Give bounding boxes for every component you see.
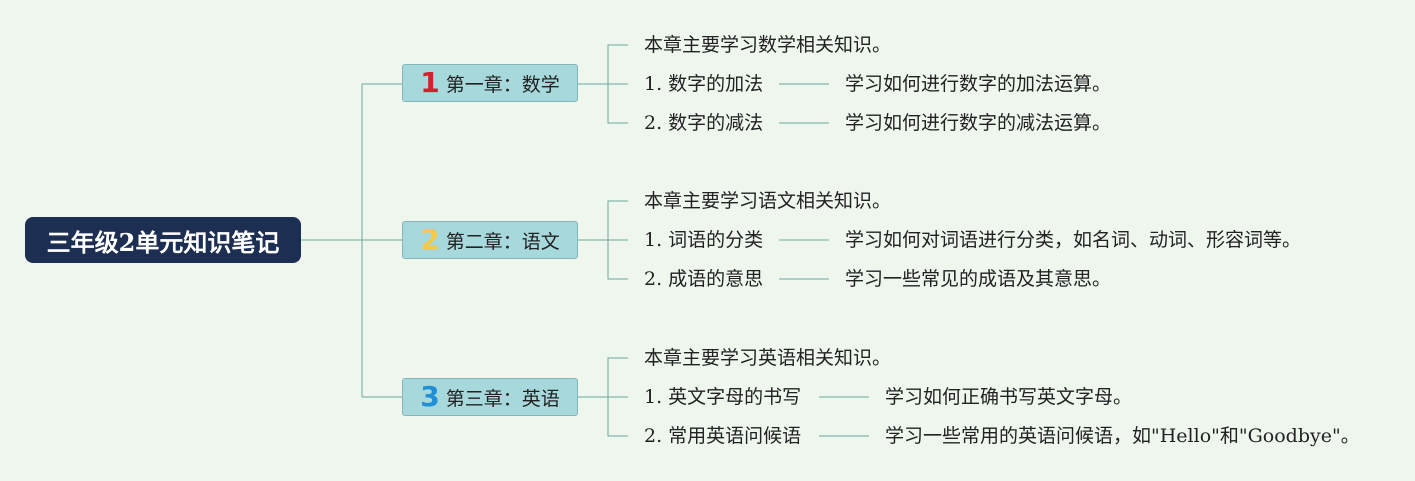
chapter-title: 第一章：数学 — [445, 73, 560, 96]
chapter-number: 1 — [420, 66, 440, 99]
topic-label: 2. 常用英语问候语 — [644, 425, 802, 447]
topic-detail: 学习如何对词语进行分类，如名词、动词、形容词等。 — [845, 229, 1302, 251]
topic-label: 1. 数字的加法 — [644, 73, 764, 95]
topic-detail: 学习如何正确书写英文字母。 — [885, 386, 1133, 408]
chapter-intro: 本章主要学习数学相关知识。 — [644, 34, 892, 56]
topic-label: 1. 词语的分类 — [644, 229, 764, 251]
chapter-title: 第三章：英语 — [445, 387, 560, 410]
chapter-number: 2 — [420, 223, 440, 256]
topic-label: 1. 英文字母的书写 — [644, 386, 802, 408]
chapter-title: 第二章：语文 — [445, 230, 560, 253]
root-node[interactable]: 三年级2单元知识笔记 — [25, 217, 301, 263]
topic-detail: 学习如何进行数字的加法运算。 — [845, 73, 1112, 95]
chapter-node-english[interactable]: 3 第三章：英语 — [402, 378, 578, 416]
topic-detail: 学习一些常用的英语问候语，如"Hello"和"Goodbye"。 — [885, 425, 1360, 447]
topic-detail: 学习如何进行数字的减法运算。 — [845, 112, 1112, 134]
chapter-intro: 本章主要学习语文相关知识。 — [644, 190, 892, 212]
chapter-node-math[interactable]: 1 第一章：数学 — [402, 64, 578, 102]
topic-label: 2. 数字的减法 — [644, 112, 764, 134]
topic-label: 2. 成语的意思 — [644, 268, 764, 290]
chapter-number: 3 — [420, 380, 440, 413]
root-title: 三年级2单元知识笔记 — [46, 227, 280, 257]
chapter-node-chinese[interactable]: 2 第二章：语文 — [402, 221, 578, 259]
topic-detail: 学习一些常见的成语及其意思。 — [845, 268, 1112, 290]
chapter-intro: 本章主要学习英语相关知识。 — [644, 347, 892, 369]
